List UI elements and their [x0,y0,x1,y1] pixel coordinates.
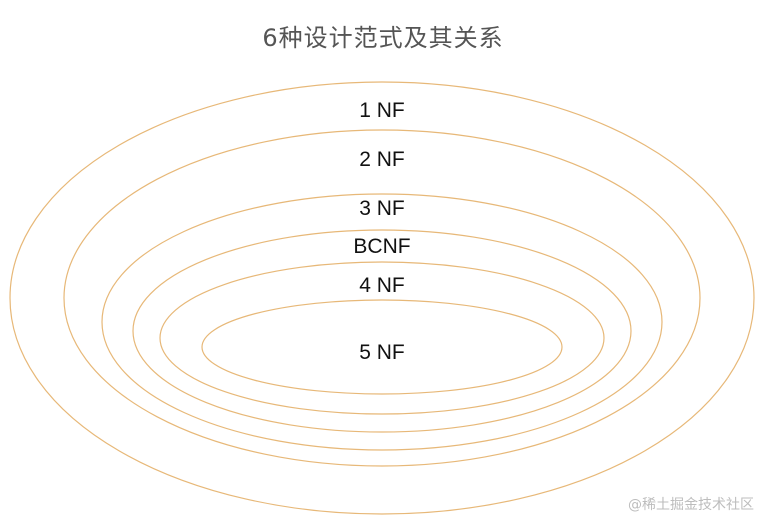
label-5nf: 5 NF [359,341,405,364]
ring-1nf [9,81,755,515]
label-4nf: 4 NF [359,274,405,297]
ring-2nf [63,129,701,467]
watermark: @稀土掘金技术社区 [628,497,754,513]
label-1nf: 1 NF [359,99,405,122]
ring-5nf [201,299,563,395]
diagram-title: 6种设计范式及其关系 [262,24,504,52]
label-3nf: 3 NF [359,197,405,220]
ring-bcnf [132,229,632,433]
ring-3nf [101,193,663,451]
label-bcnf: BCNF [353,235,410,258]
label-2nf: 2 NF [359,148,405,171]
ring-4nf [159,261,605,415]
